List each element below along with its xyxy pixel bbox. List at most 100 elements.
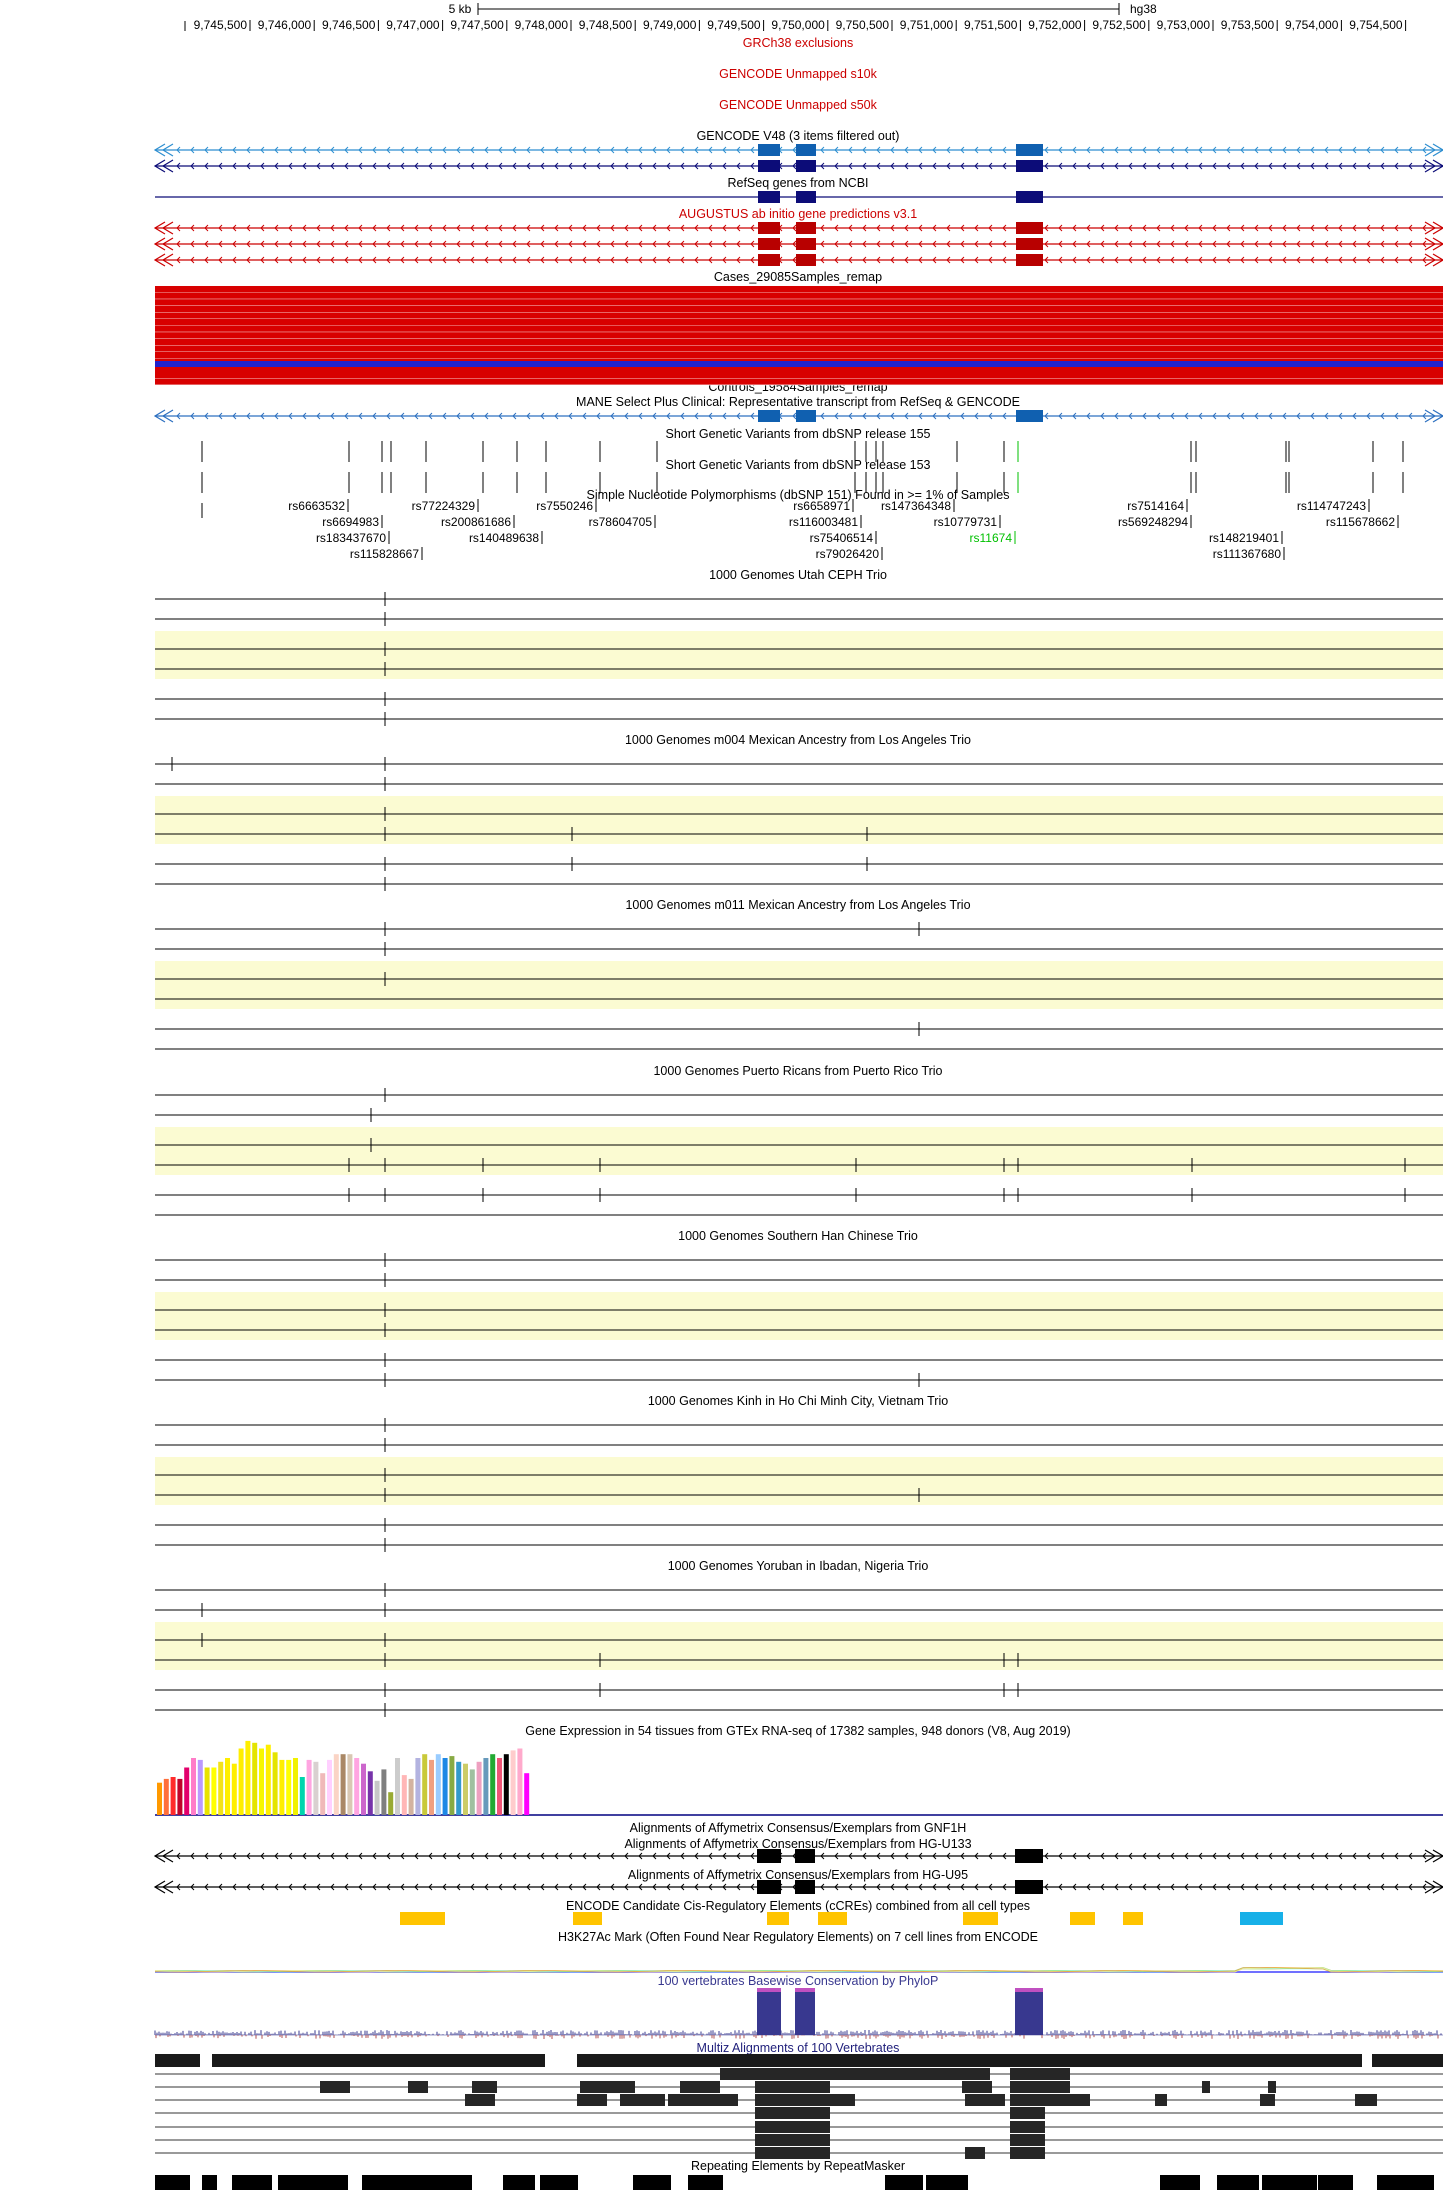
track-title-trio-khv[interactable]: 1000 Genomes Kinh in Ho Chi Minh City, V… bbox=[648, 1394, 948, 1408]
child-highlight-band bbox=[155, 1457, 1443, 1505]
gtex-bar bbox=[388, 1792, 394, 1815]
lower-tracks[interactable] bbox=[154, 1912, 1443, 2190]
multiz-alignment-block bbox=[620, 2094, 665, 2106]
ruler-tick-label: 9,745,500 bbox=[194, 18, 248, 32]
gtex-bar bbox=[279, 1759, 285, 1815]
strand-arrow bbox=[918, 256, 923, 264]
track-title-trio-m004[interactable]: 1000 Genomes m004 Mexican Ancestry from … bbox=[625, 733, 971, 747]
strand-arrow bbox=[1114, 256, 1119, 264]
strand-arrow bbox=[1072, 240, 1077, 248]
end-arrow bbox=[1432, 1880, 1443, 1894]
strand-arrow bbox=[316, 240, 321, 248]
track-title-unmapped-10k[interactable]: GENCODE Unmapped s10k bbox=[719, 67, 877, 81]
strand-arrow bbox=[204, 412, 209, 420]
track-title-unmapped-50k[interactable]: GENCODE Unmapped s50k bbox=[719, 98, 877, 112]
track-title-hgu95[interactable]: Alignments of Affymetrix Consensus/Exemp… bbox=[628, 1868, 968, 1882]
track-title-refseq[interactable]: RefSeq genes from NCBI bbox=[727, 176, 868, 190]
gene-tracks[interactable] bbox=[153, 143, 1443, 1894]
strand-arrow bbox=[652, 412, 657, 420]
track-title-h3k27ac[interactable]: H3K27Ac Mark (Often Found Near Regulator… bbox=[558, 1930, 1038, 1944]
gtex-bar bbox=[286, 1759, 292, 1815]
phylop-conserved-top bbox=[757, 1988, 781, 1992]
strand-arrow bbox=[498, 1883, 503, 1891]
track-title-augustus[interactable]: AUGUSTUS ab initio gene predictions v3.1 bbox=[679, 207, 917, 221]
strand-arrow bbox=[1366, 240, 1371, 248]
strand-arrow bbox=[1338, 162, 1343, 170]
track-title-phylop[interactable]: 100 vertebrates Basewise Conservation by… bbox=[658, 1974, 939, 1988]
end-arrow bbox=[161, 221, 174, 235]
h3k27ac-track bbox=[154, 1967, 1443, 1973]
strand-arrow bbox=[1310, 1852, 1315, 1860]
strand-arrow bbox=[1114, 146, 1119, 154]
track-title-trio-m011[interactable]: 1000 Genomes m011 Mexican Ancestry from … bbox=[625, 898, 970, 912]
strand-arrow bbox=[554, 1852, 559, 1860]
strand-arrow bbox=[974, 162, 979, 170]
ccre-element bbox=[1240, 1912, 1283, 1925]
strand-arrow bbox=[1086, 256, 1091, 264]
strand-arrow bbox=[680, 146, 685, 154]
child-highlight-band bbox=[155, 961, 1443, 1009]
strand-arrow bbox=[1156, 1883, 1161, 1891]
track-title-rmsk[interactable]: Repeating Elements by RepeatMasker bbox=[691, 2159, 905, 2173]
track-title-cases[interactable]: Cases_29085Samples_remap bbox=[714, 270, 882, 284]
strand-arrow bbox=[512, 412, 517, 420]
exon-block bbox=[796, 238, 816, 250]
track-title-gtex[interactable]: Gene Expression in 54 tissues from GTEx … bbox=[525, 1724, 1070, 1738]
ccre-element bbox=[1123, 1912, 1143, 1925]
strand-arrow bbox=[302, 412, 307, 420]
strand-arrow bbox=[1142, 1883, 1147, 1891]
gtex-bar bbox=[401, 1775, 407, 1815]
track-title-multiz[interactable]: Multiz Alignments of 100 Vertebrates bbox=[697, 2041, 900, 2055]
strand-arrow bbox=[1086, 146, 1091, 154]
track-title-ccre[interactable]: ENCODE Candidate Cis-Regulatory Elements… bbox=[566, 1899, 1030, 1913]
end-arrow bbox=[1424, 409, 1437, 423]
track-title-trio-yri[interactable]: 1000 Genomes Yoruban in Ibadan, Nigeria … bbox=[668, 1559, 929, 1573]
track-title-snp151[interactable]: Simple Nucleotide Polymorphisms (dbSNP 1… bbox=[587, 488, 1010, 502]
track-title-gencode[interactable]: GENCODE V48 (3 items filtered out) bbox=[697, 129, 900, 143]
gtex-bar-track[interactable] bbox=[155, 1740, 1443, 1816]
strand-arrow bbox=[1310, 162, 1315, 170]
strand-arrow bbox=[638, 1883, 643, 1891]
gtex-bar bbox=[381, 1769, 387, 1815]
strand-arrow bbox=[1170, 240, 1175, 248]
strand-arrow bbox=[400, 412, 405, 420]
track-title-grch38[interactable]: GRCh38 exclusions bbox=[743, 36, 853, 50]
track-title-trio-pur[interactable]: 1000 Genomes Puerto Ricans from Puerto R… bbox=[653, 1064, 942, 1078]
strand-arrow bbox=[456, 240, 461, 248]
variant-tracks[interactable] bbox=[201, 441, 1404, 518]
multiz-alignment-block bbox=[472, 2081, 497, 2093]
phylop-conserved-top bbox=[1015, 1988, 1043, 1992]
strand-arrow bbox=[428, 162, 433, 170]
repeat-element bbox=[232, 2175, 272, 2190]
strand-arrow bbox=[1142, 162, 1147, 170]
gtex-bar bbox=[395, 1758, 400, 1815]
gtex-bar bbox=[191, 1758, 196, 1815]
dbsnp-track bbox=[201, 472, 1404, 493]
strand-arrow bbox=[1128, 1852, 1133, 1860]
strand-arrow bbox=[1268, 1852, 1273, 1860]
end-arrow bbox=[1424, 143, 1437, 157]
track-title-gnf1h[interactable]: Alignments of Affymetrix Consensus/Exemp… bbox=[630, 1821, 967, 1835]
strand-arrow bbox=[1324, 146, 1329, 154]
trio-tracks[interactable] bbox=[155, 592, 1443, 1717]
track-title-dbsnp153[interactable]: Short Genetic Variants from dbSNP releas… bbox=[666, 458, 931, 472]
snp151-labels[interactable]: rs6663532rs6694983rs183437670rs115828667… bbox=[288, 499, 1399, 561]
strand-arrow bbox=[1198, 1883, 1203, 1891]
strand-arrow bbox=[1128, 146, 1133, 154]
track-title-trio-chs[interactable]: 1000 Genomes Southern Han Chinese Trio bbox=[678, 1229, 918, 1243]
strand-arrow bbox=[904, 1852, 909, 1860]
track-title-trio-ceu[interactable]: 1000 Genomes Utah CEPH Trio bbox=[709, 568, 887, 582]
exon-block bbox=[796, 254, 816, 266]
strand-arrow bbox=[568, 162, 573, 170]
strand-arrow bbox=[1226, 146, 1231, 154]
h3k27ac-signal bbox=[154, 1967, 1443, 1973]
strand-arrow bbox=[1072, 224, 1077, 232]
track-title-hgu133[interactable]: Alignments of Affymetrix Consensus/Exemp… bbox=[624, 1837, 971, 1851]
track-title-dbsnp155[interactable]: Short Genetic Variants from dbSNP releas… bbox=[666, 427, 931, 441]
track-title-mane[interactable]: MANE Select Plus Clinical: Representativ… bbox=[576, 395, 1020, 409]
end-arrow bbox=[153, 1849, 166, 1863]
assembly-label: hg38 bbox=[1130, 2, 1157, 16]
end-arrow bbox=[1432, 221, 1443, 235]
